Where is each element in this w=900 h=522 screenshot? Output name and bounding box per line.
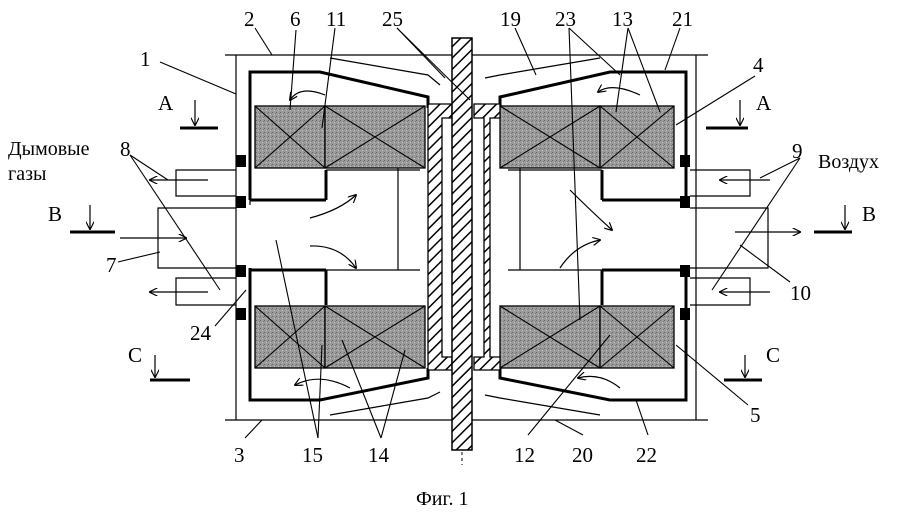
label-7: 7 [106,253,117,277]
section-markers [70,100,852,382]
label-8: 8 [120,137,131,161]
flue-gases-label-line1: Дымовые [8,138,90,160]
label-12: 12 [514,443,535,467]
section-b-right: B [862,202,876,226]
air-label: Воздух [818,151,879,173]
label-11: 11 [326,7,346,31]
flue-gases-label-line2: газы [8,163,46,185]
section-a-right: A [756,91,772,115]
seal-markers [236,155,690,320]
shaft [451,37,473,465]
label-4: 4 [753,53,764,77]
side-labels: Дымовые газы Воздух [8,138,879,185]
section-a-left: A [158,91,174,115]
part-numbers: 1 2 6 11 25 19 23 13 21 4 8 9 7 10 24 5 … [106,7,811,467]
section-c-left: C [128,343,142,367]
label-1: 1 [140,47,151,71]
label-24: 24 [190,321,212,345]
label-15: 15 [302,443,323,467]
label-19: 19 [500,7,521,31]
label-22: 22 [636,443,657,467]
label-10: 10 [790,281,811,305]
section-b-left: B [48,202,62,226]
right-casing [498,70,688,402]
packing-blocks [254,105,675,369]
label-23: 23 [555,7,576,31]
flow-arrows [120,88,800,389]
label-2: 2 [244,7,255,31]
right-ports [690,169,769,306]
guide-lines [249,57,602,416]
label-21: 21 [672,7,693,31]
label-9: 9 [792,139,803,163]
section-c-right: C [766,343,780,367]
label-20: 20 [572,443,593,467]
leader-lines [117,27,801,439]
label-25: 25 [382,7,403,31]
label-3: 3 [234,443,245,467]
label-6: 6 [290,7,301,31]
label-14: 14 [368,443,390,467]
section-letters: A A B B C C [48,91,876,367]
figure-caption: Фиг. 1 [416,488,468,510]
label-13: 13 [612,7,633,31]
label-5: 5 [750,403,761,427]
